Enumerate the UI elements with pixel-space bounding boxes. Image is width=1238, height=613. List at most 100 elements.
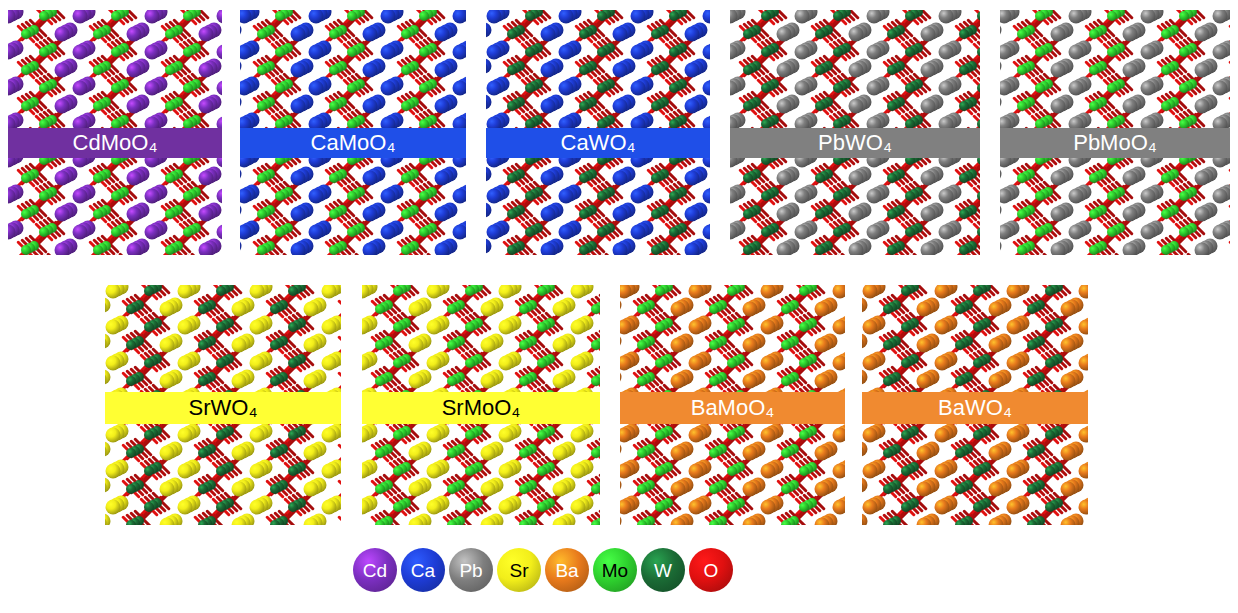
atom (329, 65, 339, 75)
atom (240, 59, 242, 74)
atom (401, 29, 411, 39)
atom (111, 191, 121, 201)
atom (127, 27, 142, 42)
atom (329, 245, 339, 255)
atom (199, 171, 214, 186)
atom (93, 29, 103, 39)
atom (199, 27, 214, 42)
atom (453, 189, 467, 204)
atom (329, 101, 339, 111)
atom (275, 83, 285, 93)
atom (363, 27, 378, 42)
atom (165, 245, 175, 255)
oxygen-bond (120, 254, 128, 255)
atom (347, 191, 357, 201)
atom (435, 63, 450, 78)
atom (363, 243, 378, 256)
atom (453, 45, 467, 60)
atom (401, 245, 411, 255)
atom (453, 81, 467, 96)
atom (381, 81, 396, 96)
atom (8, 225, 16, 240)
atom (291, 171, 306, 186)
atom (73, 81, 88, 96)
atom (257, 245, 267, 255)
atom (240, 45, 252, 60)
atom (55, 99, 70, 114)
atom (93, 209, 103, 219)
atom (199, 63, 214, 78)
atom (8, 189, 16, 204)
atom (347, 83, 357, 93)
atom (240, 203, 242, 218)
atom (39, 11, 49, 21)
atom (73, 10, 88, 24)
atom (93, 173, 103, 183)
atom (217, 81, 223, 96)
atom (381, 45, 396, 60)
atom (291, 243, 306, 256)
atom (21, 101, 31, 111)
atom (93, 101, 103, 111)
atom (73, 189, 88, 204)
atom (275, 227, 285, 237)
atom (291, 99, 306, 114)
atom (111, 83, 121, 93)
atom (329, 209, 339, 219)
atom (257, 173, 267, 183)
atom (240, 189, 252, 204)
atom (309, 189, 324, 204)
atom (240, 81, 252, 96)
atom (217, 10, 223, 24)
atom (435, 243, 450, 256)
atom (165, 29, 175, 39)
atom (21, 65, 31, 75)
atom (291, 63, 306, 78)
crystal-structure (486, 10, 710, 255)
atom (127, 243, 142, 256)
atom (435, 99, 450, 114)
atom (240, 225, 252, 240)
atom (381, 10, 396, 24)
atom (183, 83, 193, 93)
atom (453, 225, 467, 240)
atom (39, 227, 49, 237)
atom (165, 101, 175, 111)
crystal-structure (8, 10, 222, 255)
atom (363, 171, 378, 186)
atom (165, 209, 175, 219)
atom (291, 27, 306, 42)
atom (217, 45, 223, 60)
oxygen-bond (192, 254, 200, 255)
atom (435, 207, 450, 222)
atom (145, 225, 160, 240)
atom (39, 47, 49, 57)
atom (111, 227, 121, 237)
atom (21, 245, 31, 255)
atom (381, 189, 396, 204)
atom (127, 171, 142, 186)
atom (199, 207, 214, 222)
atom (419, 191, 429, 201)
oxygen-bond (428, 254, 436, 255)
atom (199, 243, 214, 256)
atom (401, 209, 411, 219)
atom (401, 65, 411, 75)
atom (257, 29, 267, 39)
atom (183, 227, 193, 237)
atom (275, 191, 285, 201)
atom (381, 225, 396, 240)
atom (111, 11, 121, 21)
atom (73, 45, 88, 60)
atom (347, 47, 357, 57)
atom (329, 29, 339, 39)
atom (8, 81, 16, 96)
atom (291, 207, 306, 222)
atom (275, 47, 285, 57)
atom (309, 81, 324, 96)
atom (39, 83, 49, 93)
atom (419, 227, 429, 237)
atom (145, 81, 160, 96)
atom (55, 207, 70, 222)
